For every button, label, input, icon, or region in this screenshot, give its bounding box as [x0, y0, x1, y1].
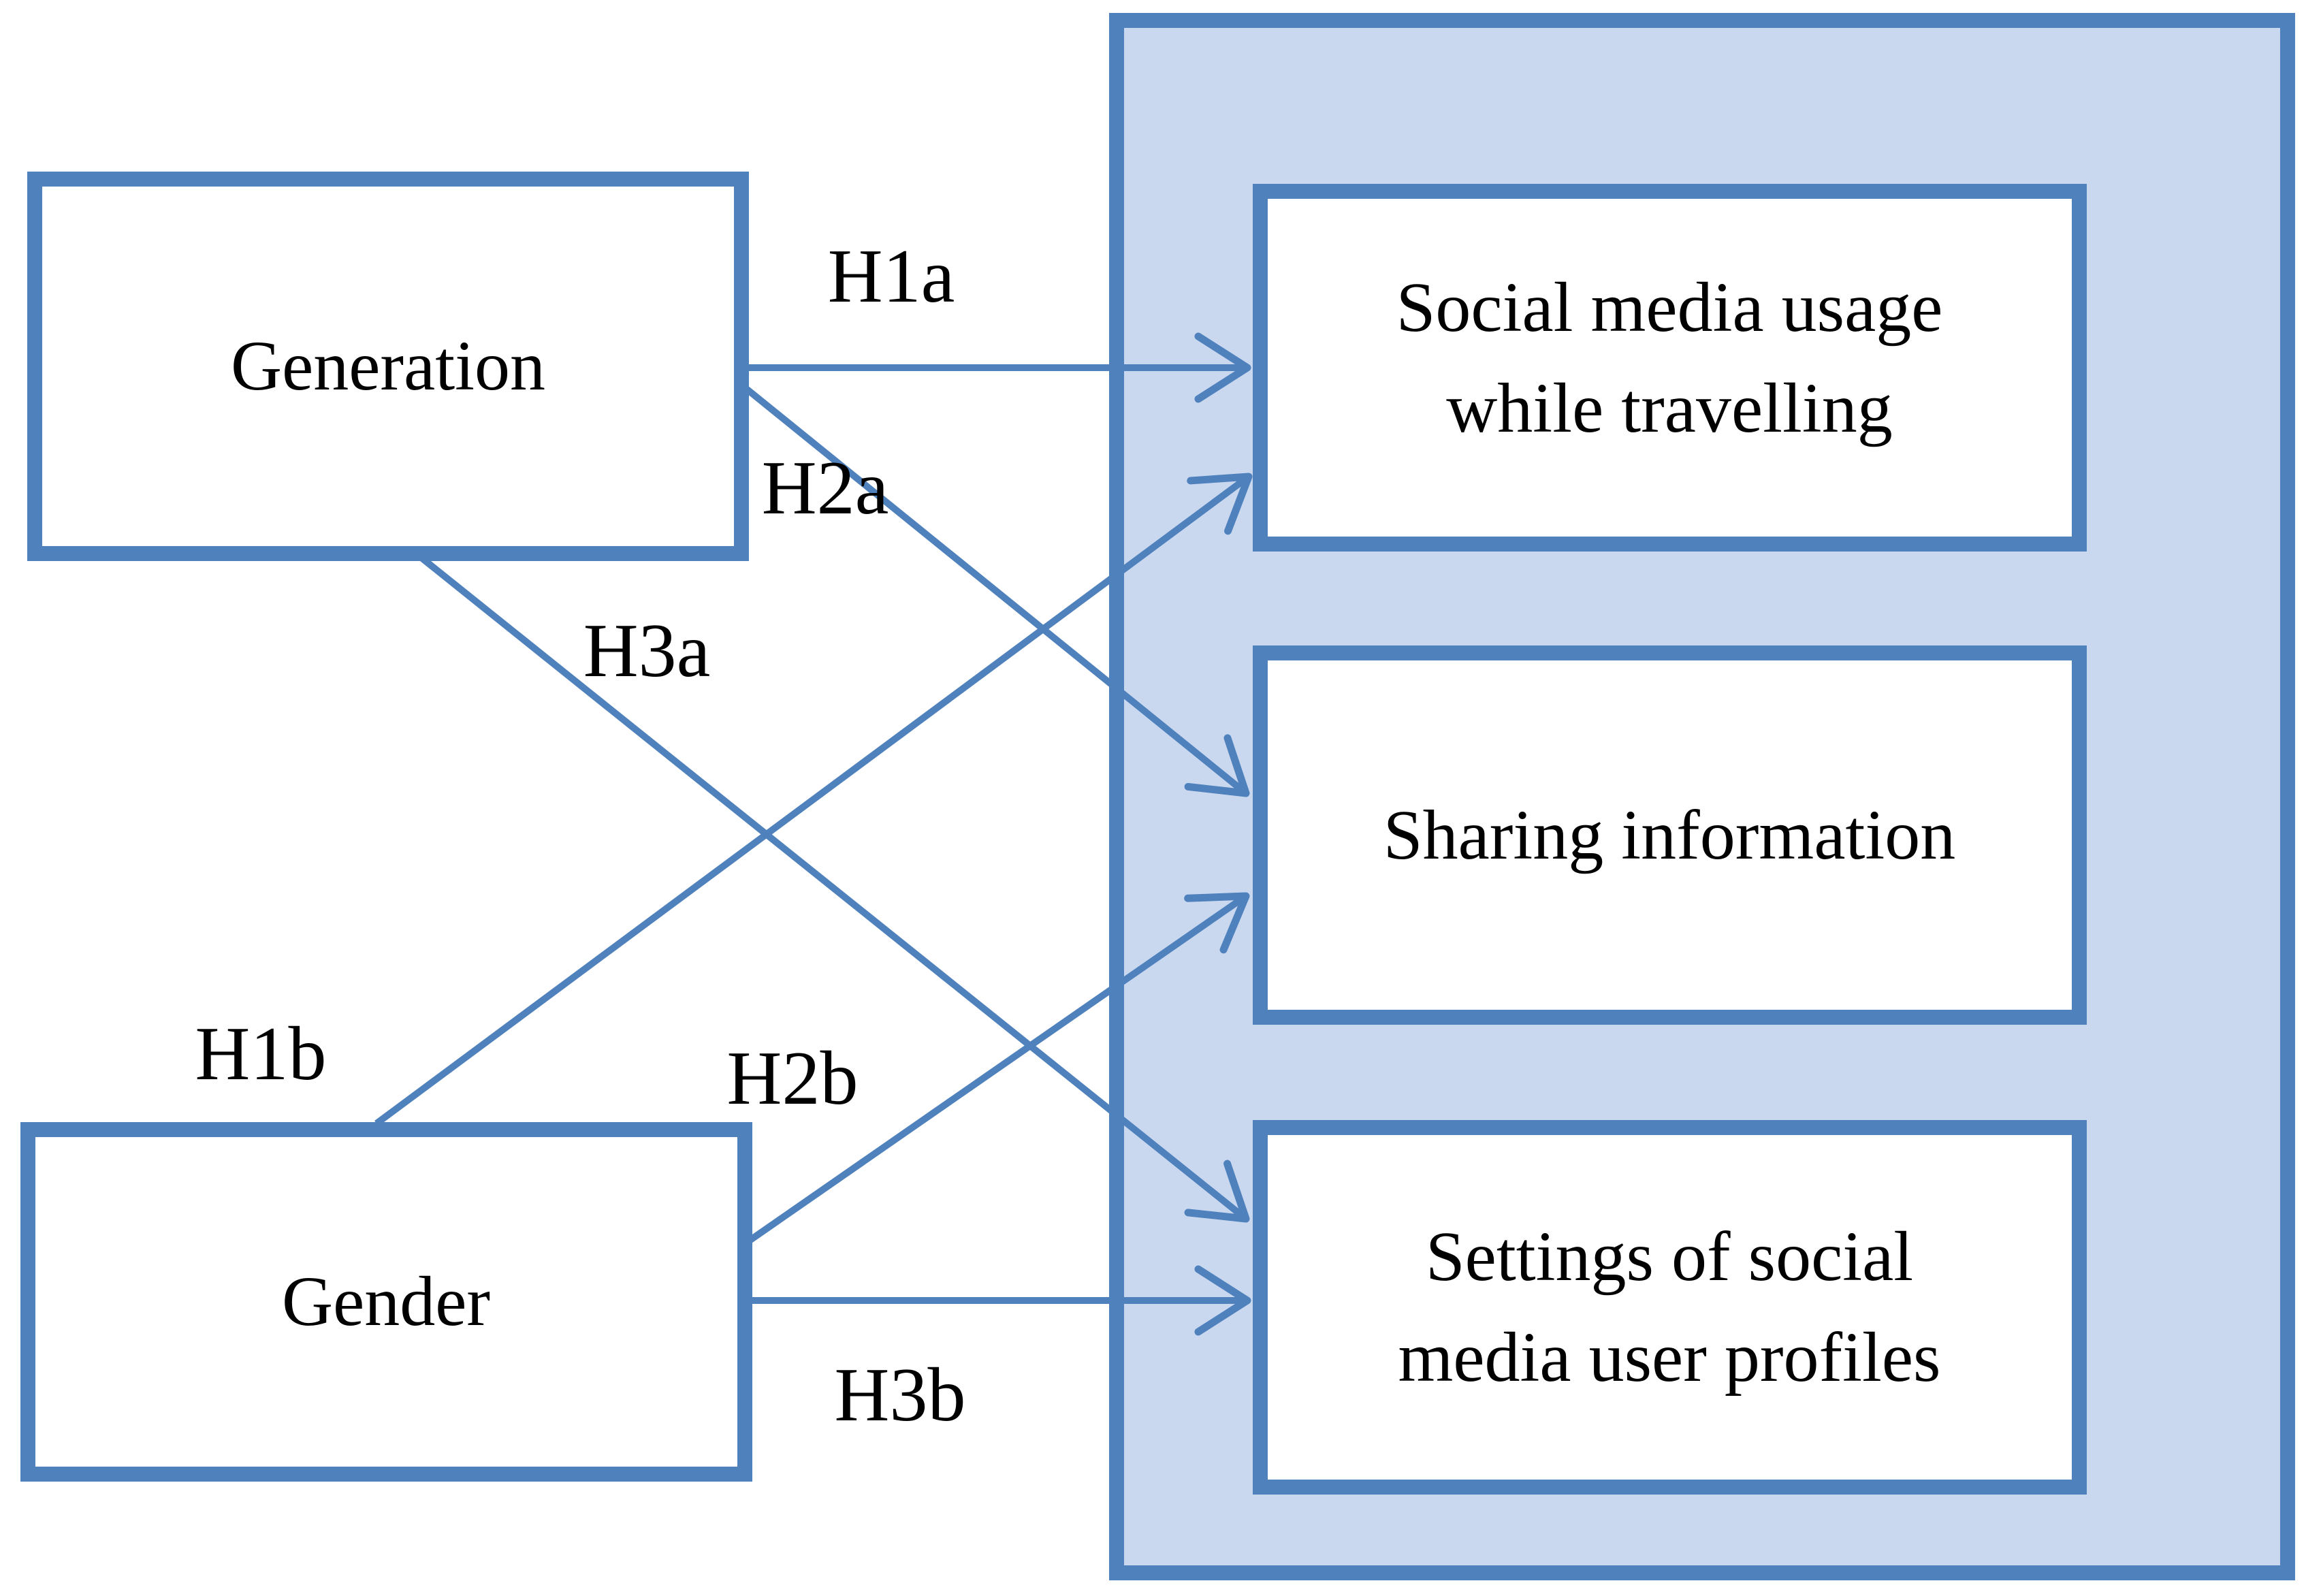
gender-box [20, 1122, 752, 1482]
hypothesis-h1b-label: H1b [195, 1012, 327, 1096]
hypothesis-h2b-label: H2b [726, 1036, 859, 1121]
settings-profiles-label-line2: media user profiles [1398, 1318, 1941, 1396]
settings-profiles-box [1253, 1120, 2087, 1495]
social-media-usage-label-line1: Social media usage [1396, 268, 1943, 347]
gender-label: Gender [281, 1262, 491, 1341]
arrow-h3a [419, 556, 1250, 1223]
hypothesis-h1a-label: H1a [827, 234, 955, 319]
generation-label: Generation [230, 327, 546, 405]
sharing-information-box [1253, 645, 2087, 1025]
hypothesis-h3a-label: H3a [583, 609, 711, 693]
hypothesis-h3b-label: H3b [834, 1353, 966, 1437]
settings-profiles-label-line1: Settings of social [1425, 1217, 1914, 1296]
social-media-usage-label-line2: while travelling [1446, 369, 1893, 447]
arrow-h2a [743, 385, 1250, 797]
arrow-h1b [374, 473, 1253, 1127]
arrow-h2b [743, 892, 1250, 1247]
sharing-information-label: Sharing information [1383, 796, 1956, 874]
generation-box [27, 172, 749, 561]
social-media-usage-box [1253, 184, 2087, 552]
hypothesis-h2a-label: H2a [761, 446, 889, 530]
